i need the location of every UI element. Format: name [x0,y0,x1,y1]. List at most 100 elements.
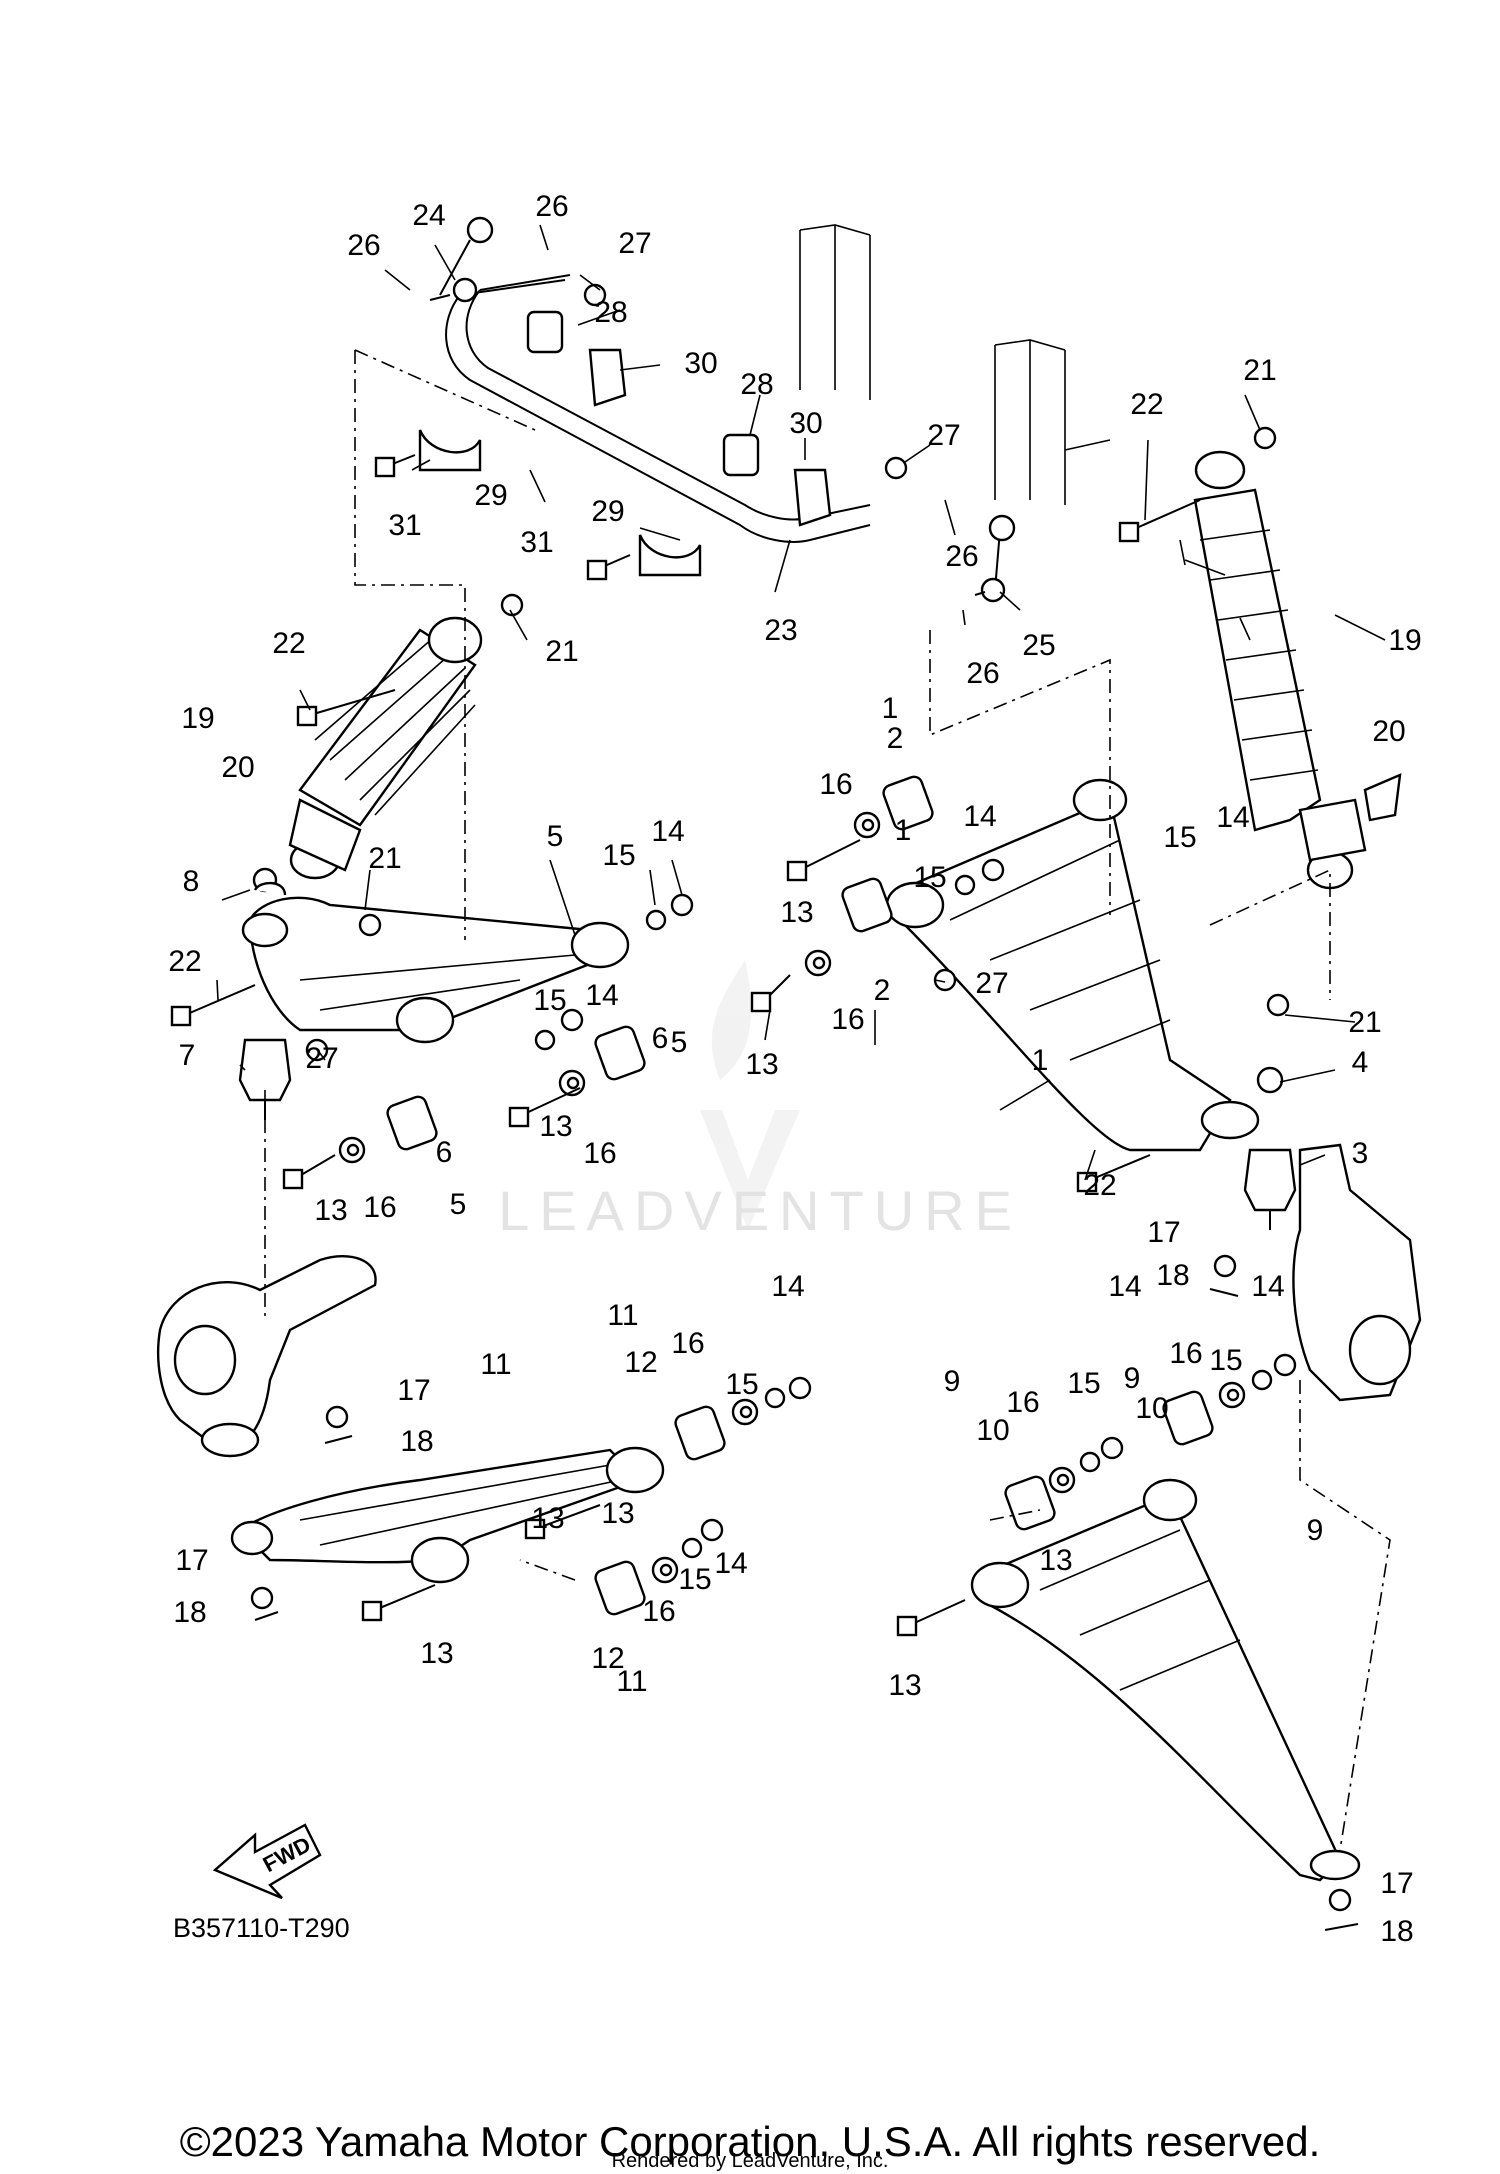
callout-20: 20 [1372,715,1405,748]
callout-22: 22 [272,627,305,660]
callout-19: 19 [1388,624,1421,657]
callout-16: 16 [1169,1337,1202,1370]
callout-11: 11 [616,1665,647,1698]
callout-21: 21 [368,842,401,875]
steering-knuckle-right [1292,1143,1422,1402]
callout-13: 13 [745,1048,778,1081]
callout-labels: 1112234555667899910101111111212131313131… [168,190,1421,1948]
callout-13: 13 [539,1110,572,1143]
ball-joint-7 [238,1038,292,1120]
callout-1: 1 [895,814,912,847]
bushings [386,775,1214,1616]
callout-16: 16 [642,1595,675,1628]
callout-3: 3 [1352,1137,1369,1170]
callout-10: 10 [1135,1392,1168,1425]
callout-14: 14 [1108,1270,1141,1303]
callout-18: 18 [1156,1259,1189,1292]
stabilizer-link-24 [429,216,494,303]
upper-arm-right [885,778,1260,1152]
callout-26: 26 [535,190,568,223]
callout-15: 15 [678,1563,711,1596]
watermark-logo-icon [700,960,800,1230]
figure-code: B357110-T290 [173,1913,350,1943]
callout-16: 16 [583,1137,616,1170]
callout-26: 26 [945,540,978,573]
callout-16: 16 [819,768,852,801]
fwd-arrow-icon: FWD [212,1823,322,1900]
callout-5: 5 [547,820,564,853]
callout-14: 14 [651,815,684,848]
callout-21: 21 [545,635,578,668]
callout-6: 6 [436,1136,453,1169]
stabilizer-bar [418,274,871,577]
callout-21: 21 [1348,1006,1381,1039]
callout-28: 28 [740,368,773,401]
callout-27: 27 [305,1042,338,1075]
callout-6: 6 [652,1022,669,1055]
callout-9: 9 [1124,1362,1141,1395]
lower-arm-left [230,1446,665,1584]
callout-8: 8 [183,865,200,898]
callout-9: 9 [944,1365,961,1398]
callout-21: 21 [1243,354,1276,387]
callout-4: 4 [1352,1046,1369,1079]
callout-17: 17 [397,1374,430,1407]
callout-19: 19 [181,702,214,735]
callout-26: 26 [966,657,999,690]
watermark-text: LEADVENTURE [498,1179,1022,1242]
callout-5: 5 [671,1026,688,1059]
callout-16: 16 [363,1191,396,1224]
callout-13: 13 [601,1497,634,1530]
callout-leaders [216,224,1386,1181]
small-hardware [250,283,1359,1931]
copyright-notice: ©2023 Yamaha Motor Corporation, U.S.A. A… [179,2118,1321,2165]
callout-2: 2 [887,722,904,755]
callout-15: 15 [533,984,566,1017]
callout-15: 15 [1067,1367,1100,1400]
bracket-30-left [588,348,627,407]
callout-14: 14 [963,800,996,833]
callout-30: 30 [789,407,822,440]
callout-29: 29 [591,495,624,528]
callout-13: 13 [420,1637,453,1670]
callout-22: 22 [1130,388,1163,421]
upper-arm-left [241,896,630,1044]
callout-14: 14 [1251,1270,1284,1303]
callout-30: 30 [684,347,717,380]
rendered-by-notice: Rendered by LeadVenture, Inc. [611,2150,889,2172]
shock-absorber-left [288,616,483,880]
callout-22: 22 [168,945,201,978]
callout-24: 24 [412,199,445,232]
callout-10: 10 [976,1414,1009,1447]
callout-16: 16 [1006,1386,1039,1419]
callout-18: 18 [1380,1915,1413,1948]
callout-9: 9 [1307,1514,1324,1547]
callout-31: 31 [520,526,553,559]
callout-20: 20 [221,751,254,784]
callout-11: 11 [607,1299,638,1332]
steering-knuckle-left [157,1255,377,1458]
callout-27: 27 [927,419,960,452]
callout-1: 1 [1032,1044,1049,1077]
callout-29: 29 [474,479,507,512]
callout-14: 14 [1216,801,1249,834]
bushing-28-left [526,310,564,354]
callout-15: 15 [1209,1344,1242,1377]
callout-16: 16 [671,1327,704,1360]
callout-14: 14 [714,1547,747,1580]
callout-22: 22 [1083,1169,1116,1202]
callout-28: 28 [594,296,627,329]
callout-7: 7 [179,1039,196,1072]
callout-27: 27 [975,967,1008,1000]
callout-23: 23 [764,614,797,647]
holder-29-right [638,534,702,577]
callout-27: 27 [618,227,651,260]
watermark: LEADVENTURE [498,960,1022,1242]
callout-1: 1 [882,692,899,725]
callout-13: 13 [1039,1544,1072,1577]
callout-14: 14 [771,1270,804,1303]
callout-13: 13 [888,1669,921,1702]
lower-arm-right [970,1478,1361,1882]
stabilizer-link-25 [974,514,1016,603]
